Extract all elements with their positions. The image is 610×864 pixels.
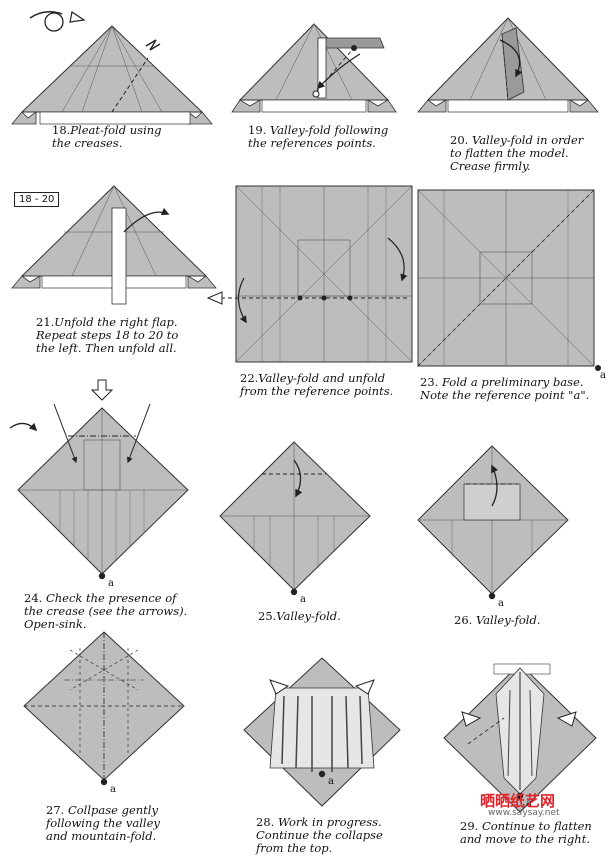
step-22-caption: 22.Valley-fold and unfold from the refer… [240, 371, 394, 398]
step-24-diagram [9, 379, 189, 580]
ref-point-label-28: a [328, 776, 334, 787]
step-27-diagram [23, 631, 185, 786]
step-28-caption: 28. Work in progress. Continue the colla… [256, 815, 383, 855]
ref-point-label-26: a [498, 598, 504, 609]
push-arrow-icon [269, 679, 290, 695]
step-19-diagram [231, 23, 397, 113]
step-18-caption: 18.Pleat-fold using the creases. [52, 123, 162, 150]
unfold-arrow-icon [123, 207, 170, 233]
step-21-caption: 21.Unfold the right flap. Repeat steps 1… [36, 315, 179, 355]
rotate-arrow-icon [9, 422, 38, 432]
turn-over-arrow-icon [29, 11, 63, 19]
valley-fold-arrow-icon [491, 464, 499, 507]
flatten-arrow-icon [556, 711, 577, 727]
step-22-diagram [206, 185, 413, 363]
flatten-arrow-icon [499, 39, 523, 78]
flatten-arrow-icon [461, 711, 482, 727]
step-24-caption: 24. Check the presence of the crease (se… [24, 591, 188, 631]
reference-point-a [595, 365, 601, 371]
step-27-caption: 27. Collpase gently following the valley… [46, 803, 160, 843]
step-19-caption: 19. Valley-fold following the references… [248, 123, 389, 150]
step-23-diagram [417, 189, 601, 371]
step-25-caption: 25.Valley-fold. [258, 609, 341, 623]
ref-point-label-23: a [600, 370, 606, 381]
ref-point-label-25: a [300, 594, 306, 605]
repeat-steps-label: 18 - 20 [14, 192, 60, 207]
step-25-diagram [219, 441, 371, 596]
open-sink-arrow-icon [90, 379, 114, 401]
fold-unfold-symbol-icon [206, 291, 223, 305]
rotate-symbol-icon [44, 12, 64, 32]
step-20-diagram [417, 17, 599, 113]
step-29-caption: 29. Continue to flatten and move to the … [460, 819, 592, 846]
watermark-logo: 晒晒纸艺网 [480, 792, 556, 810]
watermark-url: www.saysay.net [488, 808, 560, 818]
step-20-caption: 20. Valley-fold in order to flatten the … [450, 133, 584, 173]
step-28-diagram [243, 657, 401, 807]
ref-point-label-29: a [526, 798, 532, 809]
ref-point-label-24: a [108, 578, 114, 589]
step-18-diagram [11, 11, 213, 125]
push-arrow-icon [354, 679, 375, 695]
valley-fold-arrow-icon [316, 53, 361, 90]
valley-fold-arrow-icon [293, 459, 303, 498]
ref-point-label-27: a [110, 784, 116, 795]
step-26-caption: 26. Valley-fold. [454, 613, 541, 627]
step-29-diagram [443, 663, 597, 813]
step-23-caption: 23. Fold a preliminary base. Note the re… [420, 375, 590, 402]
pleat-zigzag-icon [145, 39, 161, 51]
step-21-diagram [11, 185, 217, 305]
step-26-diagram [417, 445, 569, 600]
